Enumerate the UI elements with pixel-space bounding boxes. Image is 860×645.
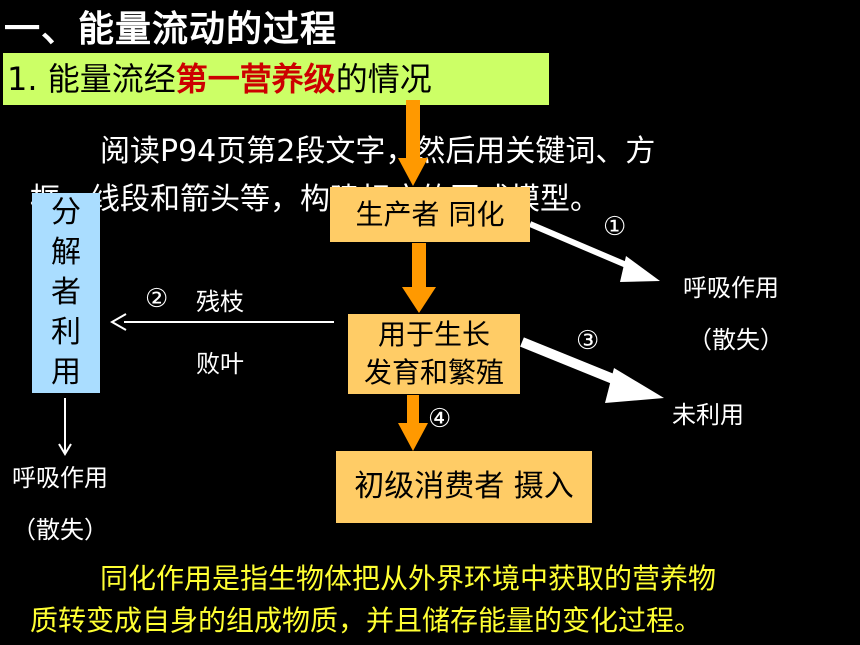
definition-line-2: 质转变成自身的组成物质，并且储存能量的变化过程。 <box>30 604 703 637</box>
growth-to-consumer-arrow <box>398 395 428 451</box>
marker-2: ② <box>145 284 169 314</box>
decomposer-char: 用 <box>51 355 81 390</box>
producer-to-growth-arrow <box>402 243 436 313</box>
primary-consumer-box: 初级消费者 摄入 <box>336 451 592 523</box>
decomposer-respiration-label: 呼吸作用 <box>12 464 108 492</box>
section-heading: 1. 能量流经第一营养级的情况 <box>3 53 549 105</box>
litter-label-2: 败叶 <box>196 350 244 378</box>
decomposer-char: 解 <box>51 235 81 270</box>
section-heading-suffix: 的情况 <box>335 60 432 98</box>
decomposer-respiration-arrow <box>58 398 72 456</box>
instruction-line-1: 阅读P94页第2段文字，然后用关键词、方 <box>100 134 656 169</box>
litter-arrow <box>109 313 334 331</box>
growth-reproduction-box: 用于生长 发育和繁殖 <box>348 314 520 394</box>
decomposer-box: 分 解 者 利 用 <box>32 193 100 393</box>
unused-label: 未利用 <box>672 401 744 429</box>
marker-1: ① <box>603 212 627 242</box>
page-title: 一、能量流动的过程 <box>4 9 338 50</box>
section-heading-prefix: 1. 能量流经 <box>7 60 176 98</box>
definition-paragraph: 同化作用是指生物体把从外界环境中获取的营养物 质转变成自身的组成物质，并且储存能… <box>30 558 860 642</box>
respiration-lost-label: （散失） <box>688 326 784 354</box>
marker-3: ③ <box>576 326 600 356</box>
unused-arrow <box>520 337 664 403</box>
definition-line-1: 同化作用是指生物体把从外界环境中获取的营养物 <box>100 562 717 595</box>
decomposer-char: 者 <box>51 275 81 310</box>
input-arrow <box>398 100 428 186</box>
decomposer-char: 利 <box>51 315 81 350</box>
decomposer-lost-label: （散失） <box>12 516 108 544</box>
respiration-label: 呼吸作用 <box>683 274 779 302</box>
growth-box-line-1: 用于生长 <box>377 318 490 351</box>
section-heading-highlight: 第一营养级 <box>175 60 336 98</box>
litter-label-1: 残枝 <box>196 288 244 316</box>
decomposer-char: 分 <box>51 195 81 230</box>
marker-4: ④ <box>428 404 452 434</box>
growth-box-line-2: 发育和繁殖 <box>363 356 504 389</box>
producer-assimilation-box: 生产者 同化 <box>330 187 530 242</box>
respiration-arrow <box>528 221 660 282</box>
